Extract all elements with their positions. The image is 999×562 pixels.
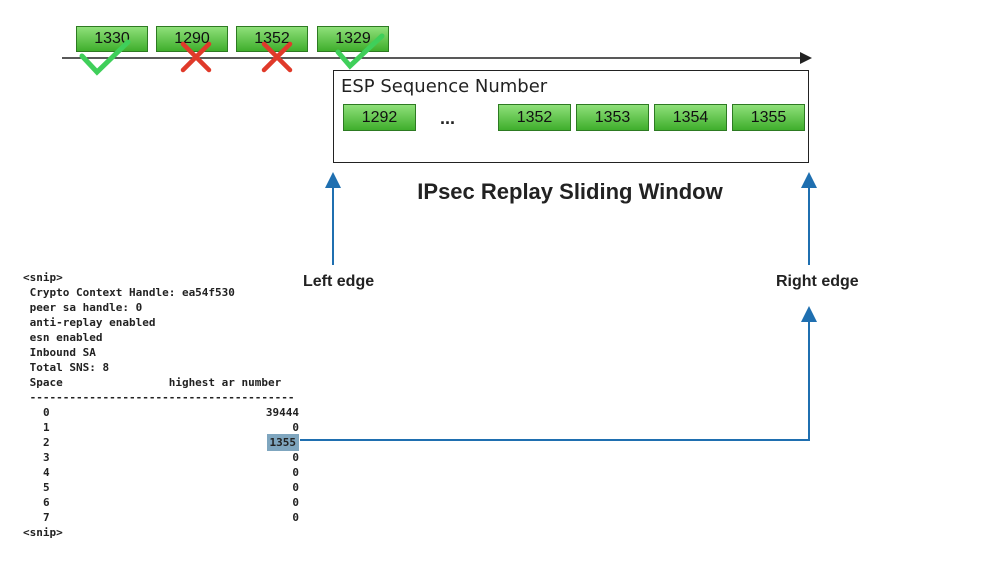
space-index: 7 (43, 511, 50, 524)
cli-table-row: 5 0 (23, 480, 299, 495)
window-number-1353: 1353 (576, 104, 649, 131)
cross-mark-1290 (180, 41, 212, 73)
cli-table-row: 7 0 (23, 510, 299, 525)
ar-number: 0 (292, 481, 299, 494)
ar-number: 0 (292, 496, 299, 509)
cli-table-row: 4 0 (23, 465, 299, 480)
space-index: 3 (43, 451, 50, 464)
ar-number: 0 (292, 466, 299, 479)
window-ellipsis: ... (440, 108, 456, 128)
cli-line: Total SNS: 8 (23, 361, 110, 374)
window-first-number: 1292 (343, 104, 416, 131)
space-index: 4 (43, 466, 50, 479)
check-mark-1330 (79, 39, 131, 76)
window-number-1355: 1355 (732, 104, 805, 131)
space-index: 2 (43, 436, 50, 449)
window-number-1354: 1354 (654, 104, 727, 131)
cli-line: ---------------------------------------- (23, 391, 295, 404)
ar-number: 0 (292, 451, 299, 464)
highlight-connector-arrow (300, 306, 817, 441)
cli-output: <snip> Crypto Context Handle: ea54f530 p… (23, 270, 299, 540)
packet-1330: 1330 (76, 26, 148, 52)
space-index: 6 (43, 496, 50, 509)
cli-snip-bottom: <snip> (23, 526, 63, 539)
space-index: 0 (43, 406, 50, 419)
window-number-1352: 1352 (498, 104, 571, 131)
left-edge-label: Left edge (303, 273, 375, 290)
ar-number-highlight: 1355 (173, 434, 299, 451)
cli-table-row: 0 39444 (23, 405, 299, 420)
cross-mark-1352 (261, 41, 293, 73)
cli-table-row: 6 0 (23, 495, 299, 510)
space-index: 1 (43, 421, 50, 434)
check-mark-1329 (335, 33, 385, 70)
window-label: ESP Sequence Number (341, 76, 548, 97)
cli-table-row-highlighted: 2 1355 (23, 434, 299, 451)
space-index: 5 (43, 481, 50, 494)
cli-snip-top: <snip> (23, 271, 63, 284)
ar-number: 0 (292, 421, 299, 434)
cli-line: Inbound SA (23, 346, 96, 359)
cli-line: esn enabled (23, 331, 103, 344)
ar-number: 39444 (265, 406, 299, 419)
ar-number: 0 (292, 511, 299, 524)
cli-line: Space highest ar number (23, 376, 282, 389)
cli-table-row: 3 0 (23, 450, 299, 465)
right-edge-label: Right edge (776, 273, 859, 290)
cli-line: anti-replay enabled (23, 316, 156, 329)
highlighted-value: 1355 (266, 434, 299, 451)
diagram-title: IPsec Replay Sliding Window (417, 179, 723, 204)
cli-line: peer sa handle: 0 (23, 301, 143, 314)
cli-line: Crypto Context Handle: ea54f530 (23, 286, 235, 299)
cli-table-row: 1 0 (23, 420, 299, 435)
